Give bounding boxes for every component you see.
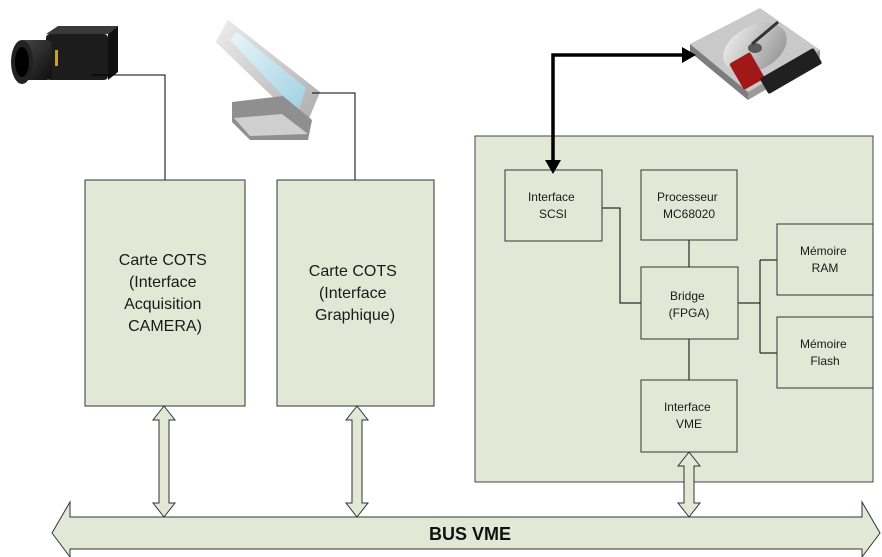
bus-label: BUS VME xyxy=(429,524,511,544)
camera-card-line-4: CAMERA) xyxy=(128,318,202,335)
vme-line-1: Interface xyxy=(664,400,711,414)
processor-box xyxy=(640,169,738,241)
drive-arrowhead xyxy=(682,47,696,63)
scsi-line-2: SCSI xyxy=(539,207,567,221)
bridge-fpga-box xyxy=(640,266,739,340)
vme-bus-arrow xyxy=(676,451,702,518)
ram-line-1: Mémoire xyxy=(800,244,847,258)
svg-text:Carte COTS (Interface: Carte COTS (Interface Graphique) xyxy=(309,263,401,324)
svg-text:Bridge (FPGA): Bridge (FPGA) xyxy=(669,289,710,320)
svg-text:Mémoire Flash: Mémoire Flash xyxy=(800,337,850,368)
monitor-connector-line xyxy=(312,92,356,180)
flash-memory-box xyxy=(776,316,874,389)
processor-line-2: MC68020 xyxy=(663,207,715,221)
ram-line-2: RAM xyxy=(812,261,839,275)
svg-text:Mémoire RAM: Mémoire RAM xyxy=(800,244,850,275)
hard-drive-icon xyxy=(690,8,822,100)
scsi-interface-box xyxy=(504,169,603,242)
scsi-line-1: Interface xyxy=(528,190,575,204)
scsi-arrowhead xyxy=(545,160,561,174)
vme-bus xyxy=(51,500,881,557)
camera-card-line-2: (Interface xyxy=(129,274,197,291)
flash-line-2: Flash xyxy=(810,354,839,368)
board-internal-links xyxy=(602,207,777,380)
vme-line-2: VME xyxy=(676,417,702,431)
svg-text:Processeur MC68020: Processeur MC68020 xyxy=(657,190,721,221)
camera-card-line-1: Carte COTS xyxy=(119,252,207,269)
bridge-line-2: (FPGA) xyxy=(669,306,710,320)
bridge-line-1: Bridge xyxy=(670,289,705,303)
graphics-card-line-2: (Interface xyxy=(319,285,387,302)
vme-interface-box xyxy=(640,379,738,453)
svg-text:Interface SCSI: Interface SCSI xyxy=(528,190,578,221)
processor-line-1: Processeur xyxy=(657,190,718,204)
camera-icon xyxy=(11,26,118,84)
graphics-card-line-1: Carte COTS xyxy=(309,263,397,280)
camera-card-bus-arrow xyxy=(151,405,177,518)
camera-card-line-3: Acquisition xyxy=(124,296,201,313)
monitor-icon xyxy=(216,20,320,140)
svg-text:Carte COTS (Interface: Carte COTS (Interface Acquisition CAMERA… xyxy=(119,252,211,335)
scsi-drive-link xyxy=(551,53,682,162)
ram-memory-box xyxy=(776,223,874,296)
graphics-card-line-3: Graphique) xyxy=(315,307,395,324)
flash-line-1: Mémoire xyxy=(800,337,847,351)
camera-interface-card xyxy=(84,179,246,407)
svg-text:Interface VME: Interface VME xyxy=(664,400,714,431)
graphics-card-bus-arrow xyxy=(344,405,370,518)
camera-connector-line xyxy=(92,74,166,180)
graphics-interface-card xyxy=(276,179,435,407)
